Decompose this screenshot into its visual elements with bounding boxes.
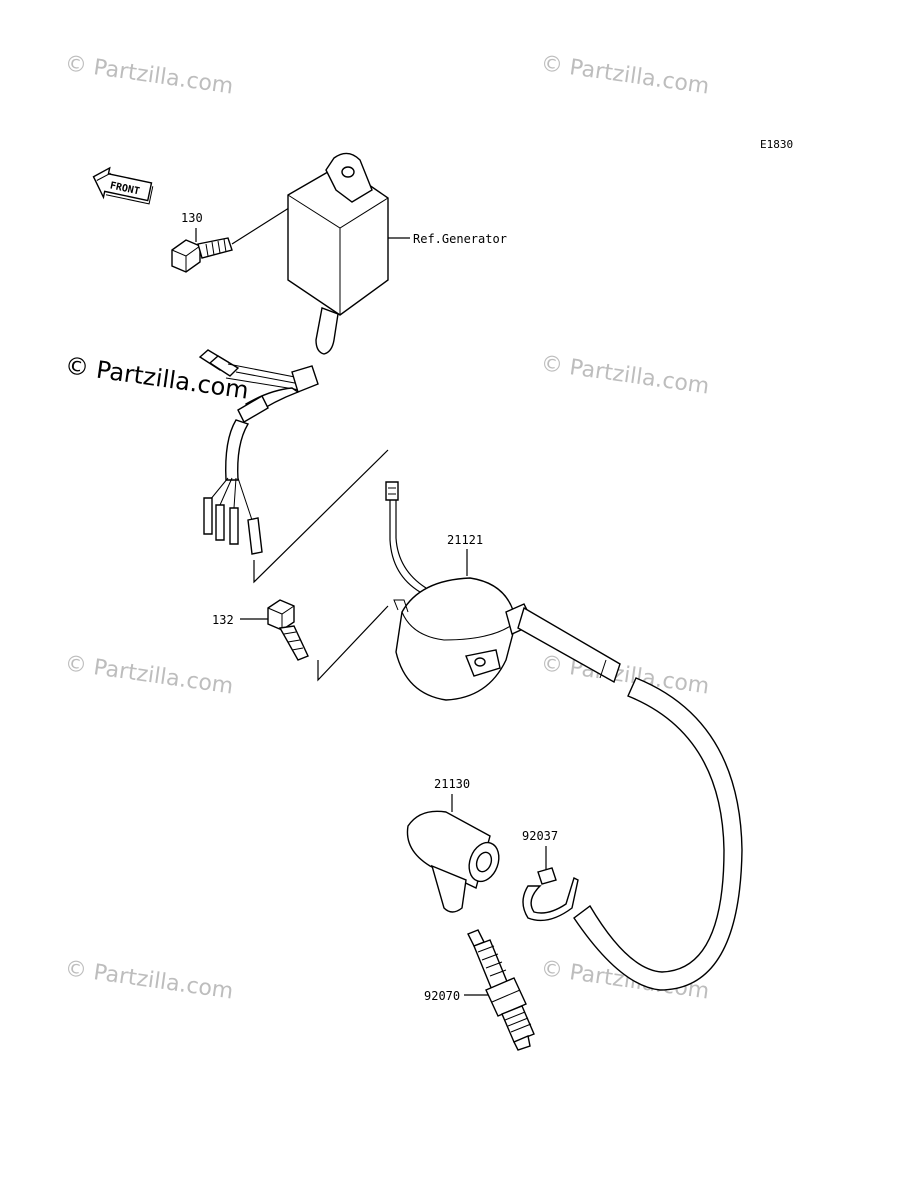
wire-harness <box>198 349 319 555</box>
bolt-130: 130 <box>171 211 233 273</box>
diagram-code: E1830 <box>760 138 793 151</box>
part-label-21121: 21121 <box>447 533 483 547</box>
watermark-top-left: © Partzilla.com <box>63 51 235 99</box>
part-label-92070: 92070 <box>424 989 460 1003</box>
part-label-21130: 21130 <box>434 777 470 791</box>
part-label-92037: 92037 <box>522 829 558 843</box>
clamp-92037: 92037 <box>522 829 579 922</box>
watermark-top-right: © Partzilla.com <box>539 51 711 99</box>
spark-plug-92070: 92070 <box>424 929 535 1051</box>
part-label-132: 132 <box>212 613 234 627</box>
bolt-132: 132 <box>212 599 309 661</box>
watermark-lower-left: © Partzilla.com <box>63 651 235 699</box>
watermark-mid-right: © Partzilla.com <box>539 351 711 399</box>
ref-generator: Ref.Generator <box>287 152 507 355</box>
part-label-130: 130 <box>181 211 203 225</box>
ignition-coil-21121: 21121 <box>385 481 621 701</box>
watermark-bottom-left: © Partzilla.com <box>63 956 235 1004</box>
watermark-lower-right: © Partzilla.com <box>539 651 711 699</box>
ref-generator-label: Ref.Generator <box>413 232 507 246</box>
front-arrow-icon: FRONT <box>92 166 154 205</box>
plug-cap-21130: 21130 <box>406 777 500 913</box>
watermark-layer: © Partzilla.com © Partzilla.com © Partzi… <box>63 51 711 1004</box>
